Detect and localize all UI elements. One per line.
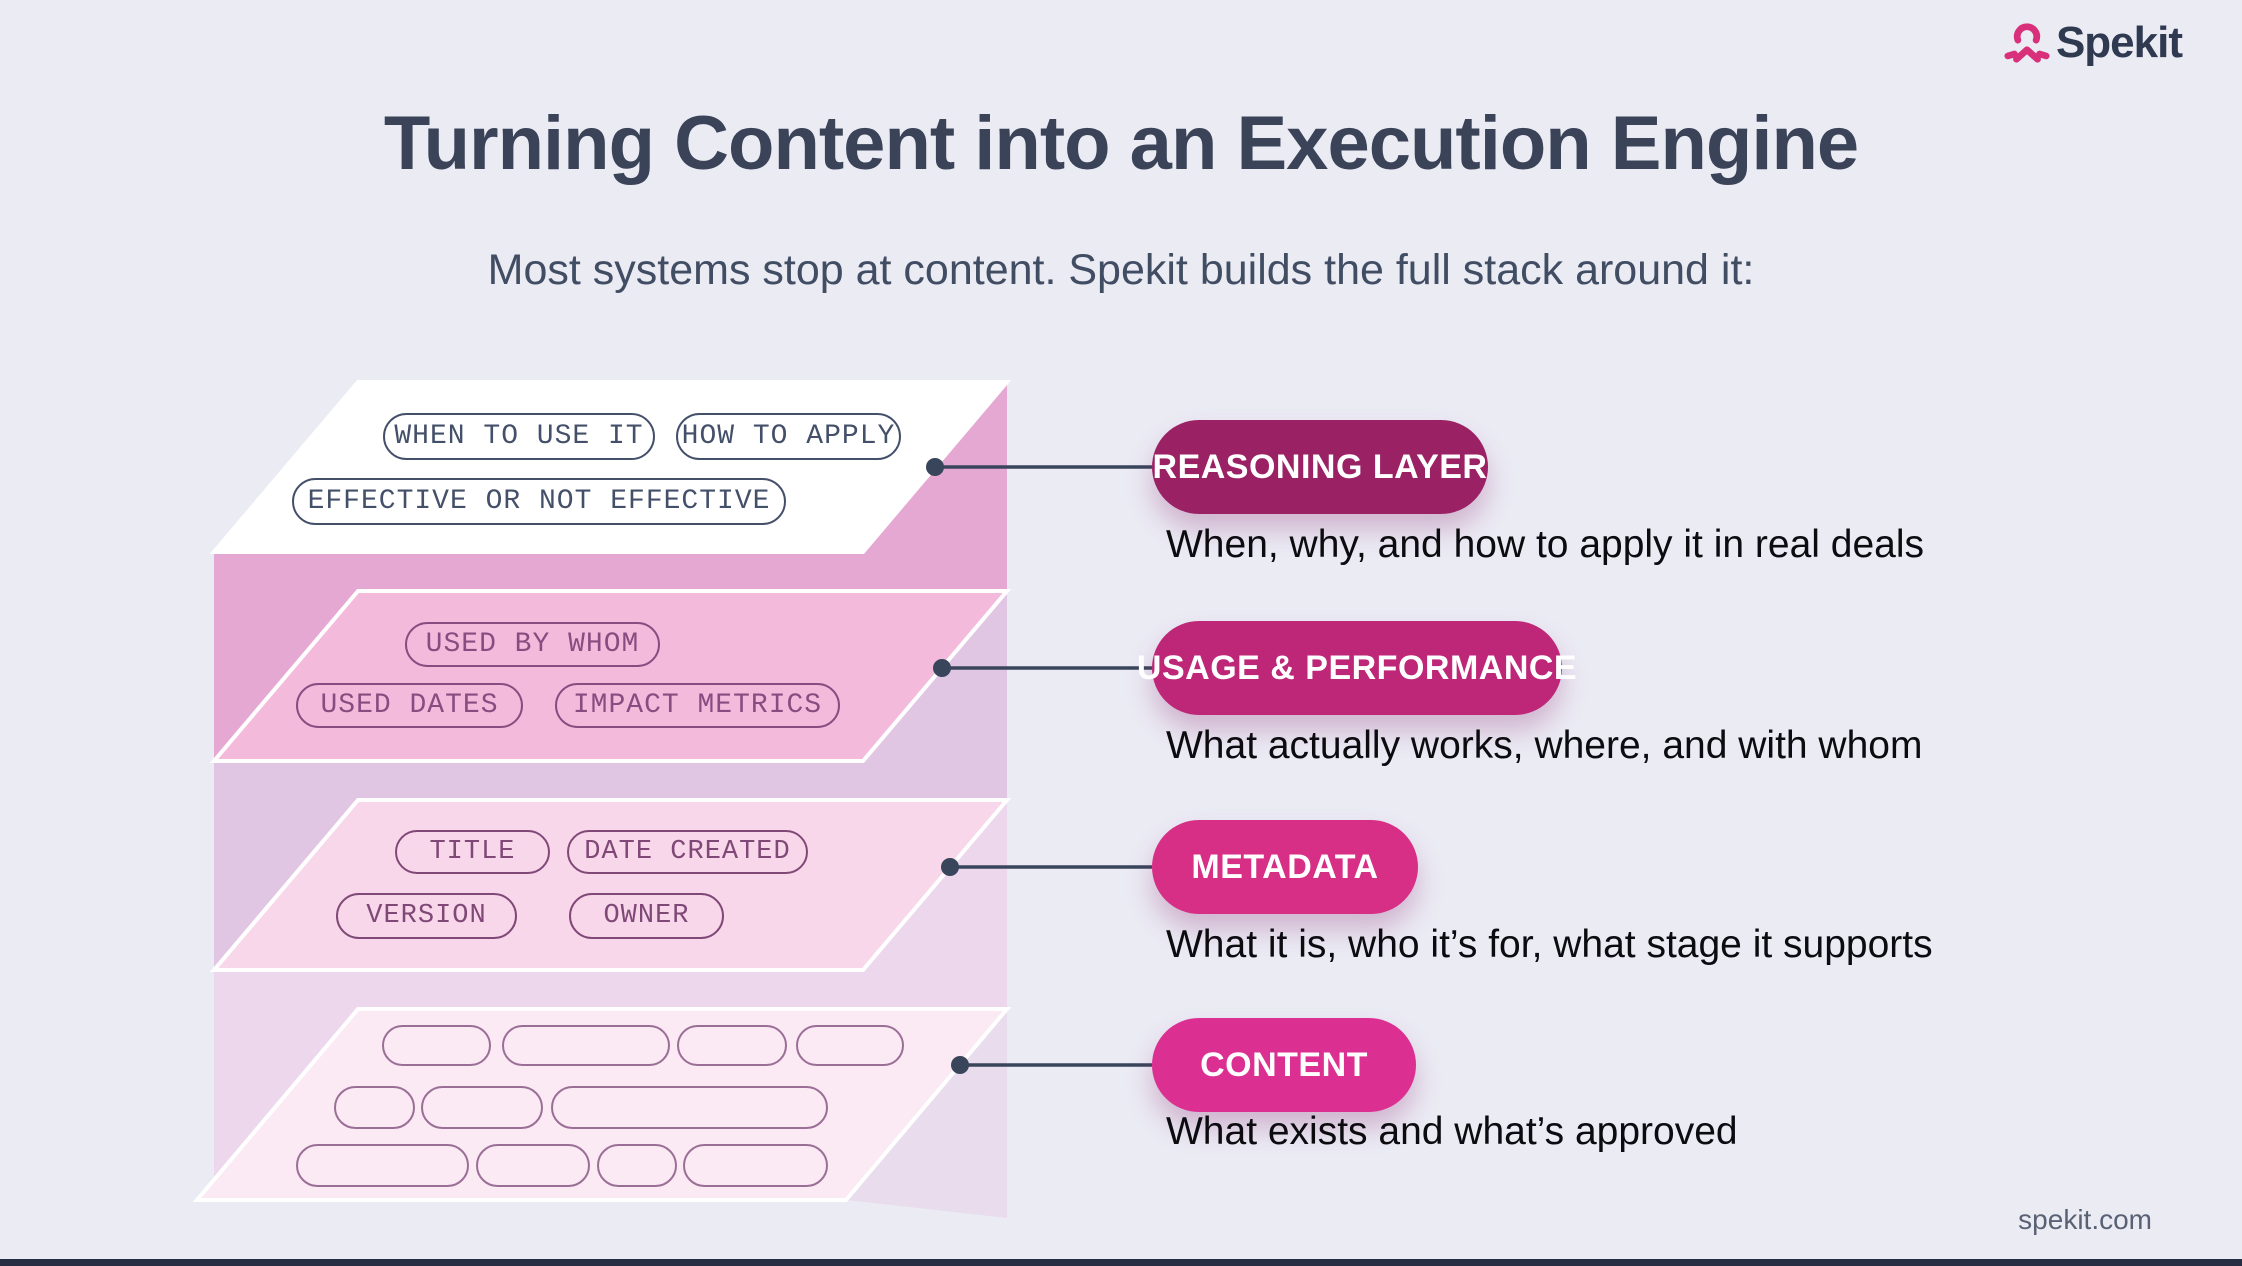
empty-content-pill — [597, 1144, 677, 1187]
connector-lines — [935, 465, 1152, 1067]
tag-effective-or-not-effective: EFFECTIVE OR NOT EFFECTIVE — [292, 478, 786, 525]
content-connector-dot — [951, 1056, 969, 1074]
spekit-logo: Spekit — [2004, 18, 2183, 68]
empty-content-pill — [551, 1086, 828, 1129]
page-subtitle: Most systems stop at content. Spekit bui… — [487, 246, 1755, 294]
spekit-logo-icon — [2004, 23, 2050, 63]
reasoning-connector-dot — [926, 458, 944, 476]
tag-used-by-whom: USED BY WHOM — [405, 622, 660, 667]
empty-content-pill — [334, 1086, 415, 1129]
tag-impact-metrics: IMPACT METRICS — [555, 683, 840, 728]
usage-connector-dot — [933, 659, 951, 677]
usage-layer-label-pill: USAGE & PERFORMANCE — [1137, 621, 1577, 715]
content-layer-description: What exists and what’s approved — [1166, 1110, 1738, 1153]
site-link: spekit.com — [2018, 1204, 2152, 1235]
tag-how-to-apply: HOW TO APPLY — [676, 413, 901, 460]
metadata-layer-description: What it is, who it’s for, what stage it … — [1166, 923, 1933, 966]
tag-owner: OWNER — [569, 893, 724, 939]
tag-title: TITLE — [395, 830, 550, 874]
empty-content-pill — [677, 1025, 787, 1066]
page-title: Turning Content into an Execution Engine — [383, 101, 1859, 186]
connector-dots — [926, 458, 969, 1074]
spekit-logo-text: Spekit — [2055, 18, 2183, 67]
usage-layer-description: What actually works, where, and with who… — [1166, 724, 1923, 767]
reasoning-layer-label-pill: REASONING LAYER — [1152, 420, 1488, 514]
empty-content-pill — [382, 1025, 491, 1066]
empty-content-pill — [683, 1144, 828, 1187]
tag-when-to-use-it: WHEN TO USE IT — [383, 413, 655, 460]
tag-version: VERSION — [336, 893, 517, 939]
tag-used-dates: USED DATES — [296, 683, 523, 728]
empty-content-pill — [296, 1144, 469, 1187]
empty-content-pill — [476, 1144, 590, 1187]
empty-content-pill — [796, 1025, 904, 1066]
metadata-connector-dot — [941, 858, 959, 876]
tag-date-created: DATE CREATED — [567, 830, 808, 874]
reasoning-layer-description: When, why, and how to apply it in real d… — [1166, 523, 1925, 566]
empty-content-pill — [421, 1086, 543, 1129]
content-layer-label-pill: CONTENT — [1152, 1018, 1416, 1112]
bottom-accent-bar — [0, 1259, 2242, 1266]
empty-content-pill — [502, 1025, 670, 1066]
metadata-layer-label-pill: METADATA — [1152, 820, 1418, 914]
